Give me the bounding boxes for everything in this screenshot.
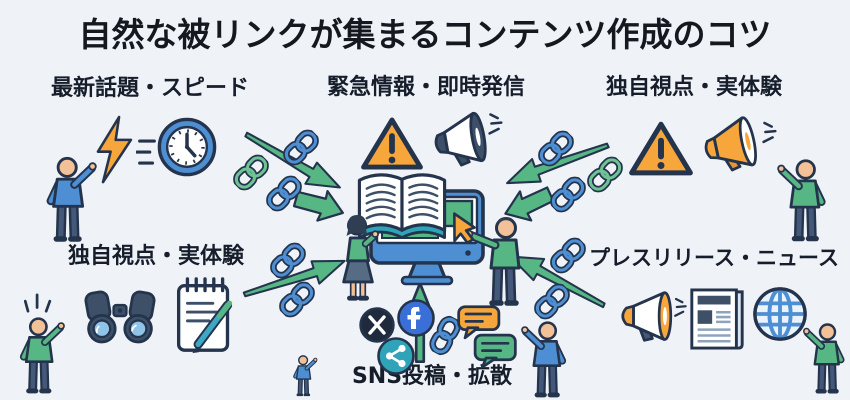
- label-latest-topics: 最新話題・スピード: [50, 76, 249, 101]
- share-icon: [377, 337, 415, 375]
- cursor-icon: [444, 210, 483, 252]
- speed-lines-icon: [136, 136, 158, 170]
- notepad-pen-icon: [170, 274, 242, 358]
- lightning-icon: [92, 112, 136, 188]
- label-urgent-info: 緊急情報・即時発信: [326, 75, 525, 100]
- page-title: 自然な被リンクが集まるコンテンツ作成のコツ: [78, 15, 772, 54]
- warning-triangle-icon: [628, 118, 694, 180]
- x-social-icon: [359, 307, 395, 343]
- clock-icon: [156, 116, 218, 178]
- person-figure: [40, 148, 98, 252]
- person-figure: [290, 352, 318, 400]
- label-unique-view-left: 独自視点・実体験: [67, 244, 244, 269]
- person-figure: [520, 316, 572, 400]
- label-sns-share: SNS投稿・拡散: [351, 364, 513, 389]
- globe-icon: [752, 286, 808, 342]
- speech-bubbles-icon: [456, 304, 518, 368]
- person-figure: [14, 310, 66, 400]
- sound-lines-icon: [486, 110, 504, 137]
- facebook-icon: [397, 299, 435, 337]
- newspaper-icon: [686, 284, 748, 354]
- binoculars-icon: [76, 282, 164, 352]
- label-unique-view-top: 独自視点・実体験: [605, 75, 782, 100]
- sound-lines-icon: [760, 118, 778, 146]
- label-press-release: プレスリリース・ニュース: [589, 246, 839, 270]
- person-figure: [802, 316, 850, 400]
- woman-figure: [336, 212, 380, 304]
- person-figure: [776, 150, 832, 252]
